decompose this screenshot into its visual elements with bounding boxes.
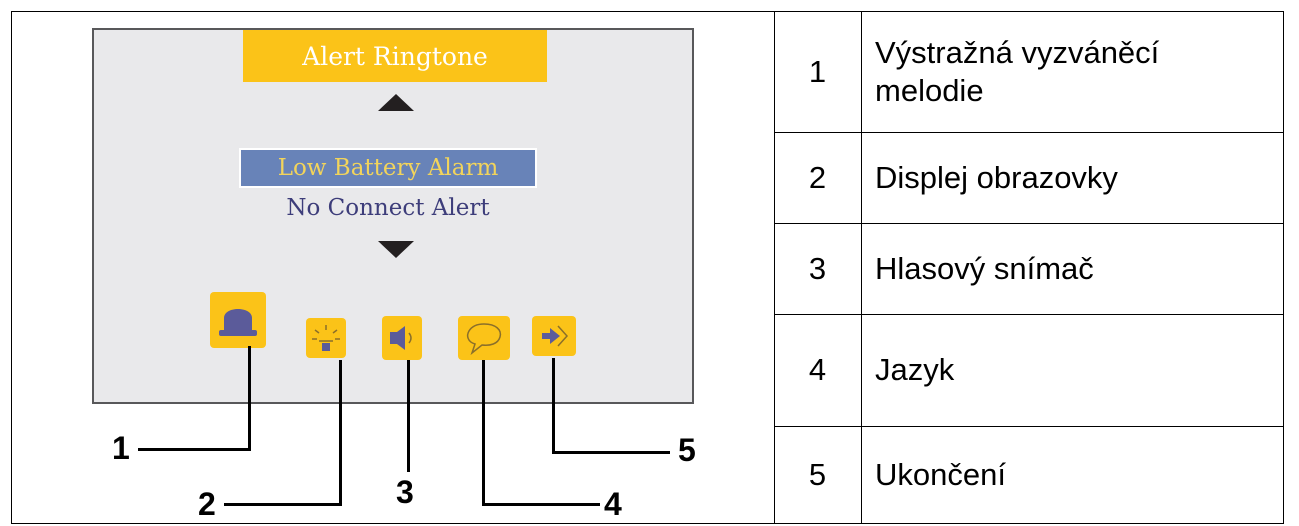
legend-text: Displej obrazovky	[875, 159, 1118, 195]
speech-bubble-icon[interactable]	[458, 316, 510, 360]
exit-arrow-icon[interactable]	[532, 316, 576, 356]
callout-line	[248, 346, 251, 450]
legend-text: Hlasový snímač	[875, 250, 1094, 286]
row-divider	[774, 223, 1283, 224]
up-arrow-icon[interactable]	[378, 94, 414, 111]
callout-line	[224, 503, 342, 506]
legend-number: 2	[808, 159, 827, 195]
callout-line	[552, 358, 555, 453]
column-divider	[861, 12, 862, 523]
callout-label-5: 5	[678, 432, 696, 468]
column-divider	[774, 12, 775, 523]
legend-text: Jazyk	[875, 352, 955, 387]
callout-line	[482, 360, 485, 505]
callout-label-4: 4	[604, 486, 622, 522]
screen-title: Alert Ringtone	[243, 30, 547, 82]
row-divider	[774, 132, 1283, 133]
down-arrow-icon[interactable]	[378, 241, 414, 258]
callout-line	[482, 503, 600, 506]
speaker-icon[interactable]	[382, 316, 422, 360]
menu-item[interactable]: No Connect Alert	[286, 195, 490, 221]
legend-number: 5	[808, 456, 827, 492]
legend-number: 3	[808, 250, 827, 286]
row-divider	[774, 314, 1283, 315]
row-divider	[774, 426, 1283, 427]
callout-line	[339, 360, 342, 505]
legend-text: Ukončení	[875, 456, 1006, 492]
light-icon[interactable]	[306, 318, 346, 358]
callout-label-2: 2	[198, 486, 216, 522]
menu-item-selected[interactable]: Low Battery Alarm	[239, 148, 537, 188]
callout-label-1: 1	[112, 430, 130, 466]
callout-line	[407, 360, 410, 472]
device-screen: Alert Ringtone Low Battery Alarm No Conn…	[92, 28, 694, 404]
callout-label-3: 3	[396, 474, 414, 510]
legend-number: 1	[808, 54, 827, 89]
callout-line	[552, 451, 670, 454]
bell-icon[interactable]	[210, 292, 266, 348]
legend-number: 4	[808, 352, 827, 387]
callout-line	[138, 448, 251, 451]
legend-text: Výstražná vyzváněcí melodie	[875, 35, 1160, 108]
figure-table: 1 Výstražná vyzváněcí melodie 2 Displej …	[11, 11, 1284, 524]
